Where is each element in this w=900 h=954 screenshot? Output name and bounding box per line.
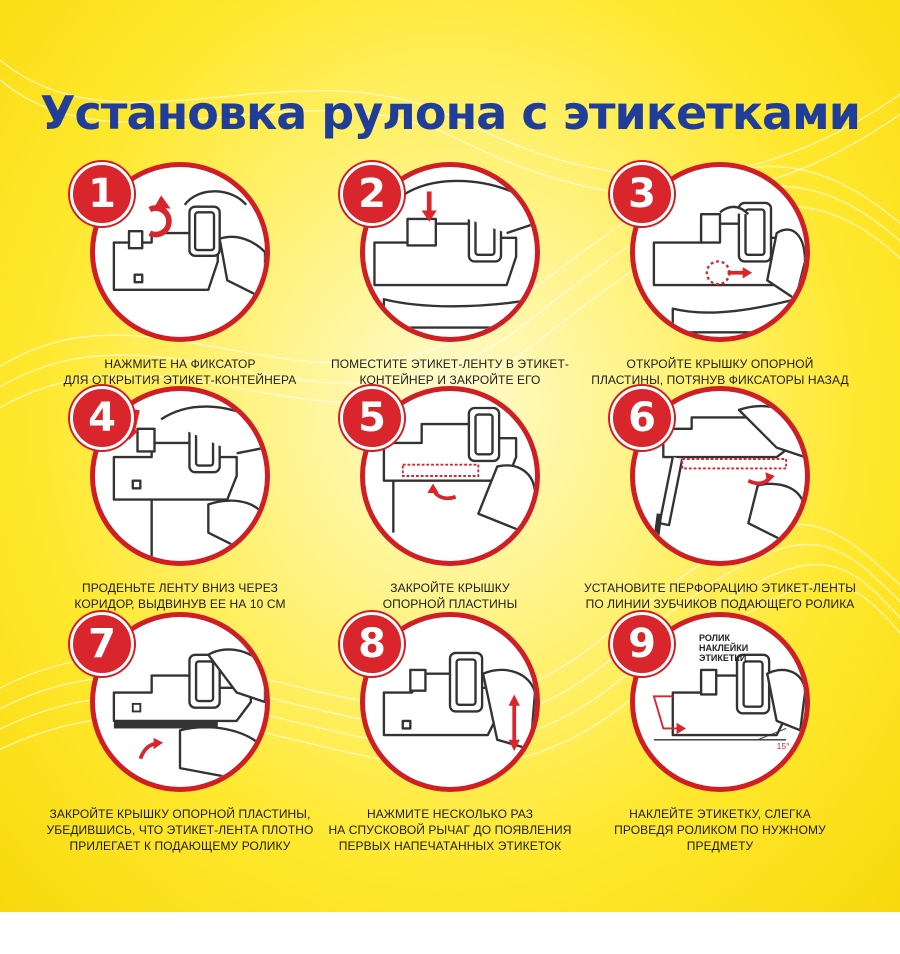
step-3: 3 откройте крышку опорнойпластины, потян… [570,162,870,422]
step-number-badge: 2 [340,162,404,226]
step-number-badge: 6 [610,386,674,450]
step-number-badge: 1 [70,162,134,226]
step-2: 2 поместите этикет-ленту в этикет-контей… [300,162,600,422]
step-number-badge: 9 [610,612,674,676]
step-number-badge: 3 [610,162,674,226]
page-title: Установка рулона с этикетками [40,86,861,140]
labeler-apply-label-illustration: 15° [652,653,805,751]
step-caption: установите перфорацию этикет-лентыпо лин… [583,581,857,611]
step-caption: нажмите на фиксатордля открытия этикет-к… [63,357,297,387]
labeler-thread-tape-illustration [112,405,265,557]
poster: Установка рулона с этикетками 1 нажмите … [0,0,900,912]
labeler-close-plate-illustration [382,406,535,534]
step-caption: поместите этикет-ленту в этикет-контейне… [330,357,570,387]
step-number-badge: 7 [70,612,134,676]
svg-text:15°: 15° [777,741,790,751]
step-caption: проденьте ленту вниз черезкоридор, выдви… [74,581,286,611]
step-number-badge: 4 [70,386,134,450]
step-caption: откройте крышку опорнойпластины, потянув… [591,357,849,387]
step-9: 15° ролик наклейки этикетки 9 наклейте э… [570,612,870,872]
step-caption: закройте крышку опорной пластины,убедивш… [46,807,314,853]
step-8: 8 нажмите несколько разна спусковой рыча… [300,612,600,872]
step-illustration [360,386,540,566]
step-7: 7 закройте крышку опорной пластины,убеди… [30,612,330,872]
step-illustration [630,386,810,566]
step-1: 1 нажмите на фиксатордля открытия этикет… [30,162,330,422]
labeler-open-plate-illustration [652,201,805,334]
step-caption: нажмите несколько разна спусковой рычаг … [328,807,572,853]
step-caption: закройте крышкуопорной пластины [382,581,518,611]
step-4: 4 проденьте ленту вниз черезкоридор, выд… [30,386,330,646]
roller-label: ролик наклейки этикетки [699,633,749,663]
labeler-open-container-illustration [112,190,265,301]
step-illustration [90,162,270,342]
step-illustration: 15° ролик наклейки этикетки [630,612,810,792]
step-5: 5 закройте крышкуопорной пластины [300,386,600,646]
step-number-badge: 5 [340,386,404,450]
step-caption: наклейте этикетку, слегкапроведя роликом… [614,807,826,853]
step-number-badge: 8 [340,612,404,676]
step-6: 6 установите перфорацию этикет-лентыпо л… [570,386,870,646]
labeler-insert-tape-illustration [373,179,535,329]
